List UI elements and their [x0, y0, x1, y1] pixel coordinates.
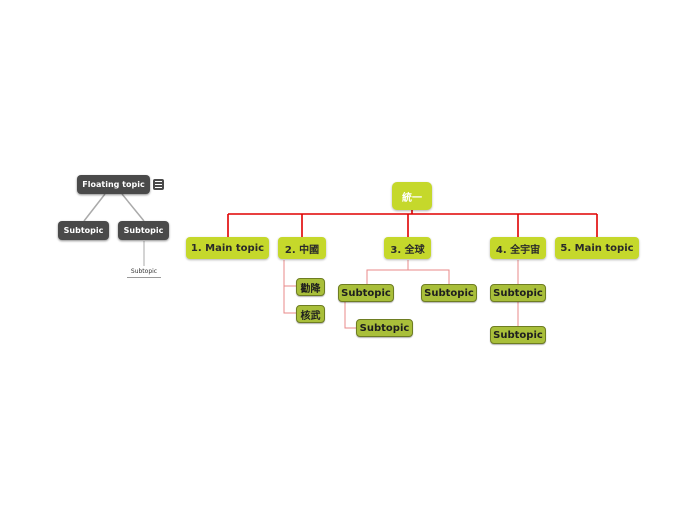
main-topic-3[interactable]: 3. 全球	[384, 237, 431, 259]
connector-china-children	[283, 260, 296, 314]
main-topic-4[interactable]: 4. 全宇宙	[490, 237, 546, 259]
menu-icon-bar	[155, 184, 162, 185]
connector-floating-right	[121, 193, 145, 222]
main-topic-1[interactable]: 1. Main topic	[186, 237, 269, 259]
connector-global-children	[366, 260, 450, 284]
floating-subtopic-left[interactable]: Subtopic	[58, 221, 109, 240]
floating-subtopic-right[interactable]: Subtopic	[118, 221, 169, 240]
connector-floating-left	[83, 193, 106, 222]
menu-icon[interactable]	[153, 179, 164, 190]
global-subtopic-1[interactable]: Subtopic	[338, 284, 394, 302]
menu-icon-bar	[155, 181, 162, 182]
menu-icon-bar	[155, 187, 162, 188]
connector-global-grandchild	[344, 302, 356, 329]
global-subtopic-2[interactable]: Subtopic	[421, 284, 477, 302]
central-topic[interactable]: 統一	[392, 182, 432, 210]
floating-grandchild[interactable]: Subtopic	[127, 266, 161, 278]
floating-topic[interactable]: Floating topic	[77, 175, 150, 194]
global-grandchild[interactable]: Subtopic	[356, 319, 413, 337]
universe-subtopic-1[interactable]: Subtopic	[490, 284, 546, 302]
china-subtopic-2[interactable]: 核武	[296, 305, 325, 323]
universe-subtopic-2[interactable]: Subtopic	[490, 326, 546, 344]
main-topic-2[interactable]: 2. 中國	[278, 237, 326, 259]
main-topic-5[interactable]: 5. Main topic	[555, 237, 639, 259]
china-subtopic-1[interactable]: 勸降	[296, 278, 325, 296]
